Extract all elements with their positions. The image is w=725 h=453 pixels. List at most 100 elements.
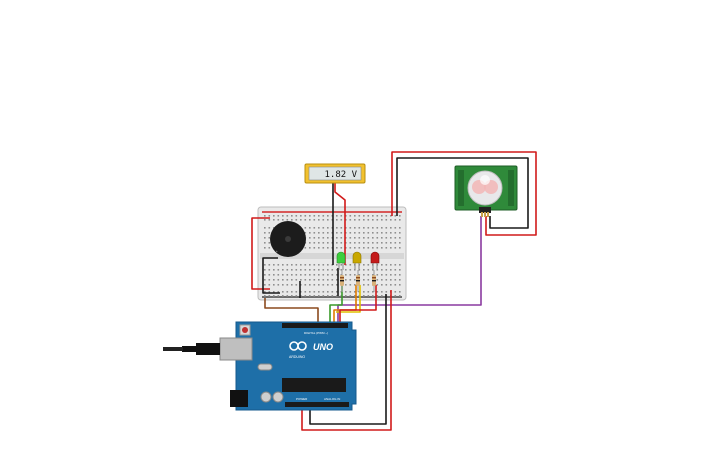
breadboard-hole: [304, 219, 307, 221]
breadboard-hole: [277, 279, 280, 281]
breadboard-hole: [268, 269, 271, 271]
breadboard-hole: [394, 291, 397, 293]
breadboard-hole: [322, 295, 325, 297]
breadboard-hole: [264, 227, 266, 229]
breadboard-hole: [304, 295, 307, 297]
breadboard-hole: [372, 295, 374, 297]
led-green: [336, 251, 346, 270]
breadboard-hole: [300, 279, 302, 281]
wire-buzzer-red: [251, 217, 270, 290]
breadboard-hole: [399, 227, 401, 229]
breadboard-hole: [399, 237, 401, 239]
breadboard-hole: [376, 237, 379, 239]
breadboard-hole: [264, 284, 266, 286]
breadboard-hole: [304, 284, 307, 286]
breadboard-hole: [381, 274, 383, 276]
breadboard-hole: [399, 247, 401, 249]
arduino-uno[interactable]: UNO ARDUINO DIGITAL (PWM ~) POWER ANALOG…: [163, 321, 357, 411]
breadboard-hole: [264, 247, 266, 249]
breadboard-hole: [318, 279, 320, 281]
breadboard-hole: [390, 247, 392, 249]
breadboard-hole: [367, 227, 370, 229]
breadboard-hole: [363, 295, 365, 297]
breadboard-hole: [340, 232, 343, 234]
breadboard-hole: [363, 284, 365, 286]
breadboard-hole: [322, 215, 325, 217]
leds[interactable]: [336, 251, 380, 270]
breadboard-hole: [336, 279, 338, 281]
breadboard-hole: [363, 227, 365, 229]
breadboard-hole: [385, 242, 388, 244]
breadboard-hole: [354, 242, 356, 244]
breadboard-hole: [304, 215, 307, 217]
breadboard-hole: [295, 264, 298, 266]
buzzer-icon[interactable]: +: [270, 221, 306, 257]
breadboard-hole: [318, 295, 320, 297]
breadboard-hole: [277, 264, 280, 266]
breadboard-hole: [349, 232, 352, 234]
breadboard-hole: [291, 279, 293, 281]
breadboard-hole: [354, 215, 356, 217]
breadboard-hole: [304, 247, 307, 249]
breadboard-hole: [318, 219, 320, 221]
breadboard-hole: [394, 269, 397, 271]
breadboard-hole: [381, 295, 383, 297]
breadboard-hole: [295, 274, 298, 276]
breadboard-hole: [345, 291, 347, 293]
breadboard-hole: [336, 291, 338, 293]
breadboard-hole: [327, 264, 329, 266]
breadboard-hole: [304, 232, 307, 234]
breadboard-hole: [349, 291, 352, 293]
breadboard-hole: [367, 274, 370, 276]
wire-5v: [301, 290, 392, 431]
reset-button-icon[interactable]: [239, 324, 251, 336]
breadboard-hole: [322, 269, 325, 271]
pir-sensor[interactable]: [454, 165, 518, 217]
resistors[interactable]: [340, 270, 376, 292]
breadboard-hole: [358, 242, 361, 244]
breadboard-hole: [277, 219, 280, 221]
breadboard-hole: [385, 215, 388, 217]
breadboard-hole: [349, 237, 352, 239]
breadboard-hole: [313, 237, 316, 239]
breadboard-hole: [340, 219, 343, 221]
breadboard-hole: [390, 284, 392, 286]
led-yellow: [352, 251, 362, 270]
breadboard-hole: [349, 284, 352, 286]
breadboard-hole: [309, 219, 311, 221]
breadboard-hole: [381, 284, 383, 286]
breadboard-hole: [372, 219, 374, 221]
breadboard-hole: [327, 279, 329, 281]
breadboard-hole: [268, 264, 271, 266]
breadboard-hole: [322, 274, 325, 276]
breadboard-hole: [304, 264, 307, 266]
breadboard-hole: [318, 269, 320, 271]
breadboard-hole: [399, 284, 401, 286]
breadboard-hole: [282, 291, 284, 293]
breadboard-hole: [381, 279, 383, 281]
breadboard-hole: [367, 237, 370, 239]
breadboard-hole: [264, 219, 266, 221]
breadboard-hole: [340, 227, 343, 229]
breadboard-hole: [381, 291, 383, 293]
breadboard-hole: [372, 232, 374, 234]
breadboard-hole: [363, 274, 365, 276]
breadboard-hole: [345, 274, 347, 276]
breadboard-hole: [358, 215, 361, 217]
breadboard-hole: [331, 274, 334, 276]
breadboard-hole: [286, 274, 289, 276]
breadboard-hole: [390, 215, 392, 217]
breadboard-hole: [309, 284, 311, 286]
breadboard-hole: [399, 291, 401, 293]
breadboard-hole: [273, 227, 275, 229]
breadboard-hole: [376, 247, 379, 249]
multimeter[interactable]: 1.82 V: [304, 163, 366, 184]
breadboard-hole: [336, 215, 338, 217]
breadboard-hole: [268, 284, 271, 286]
breadboard-hole: [331, 279, 334, 281]
breadboard-hole: [336, 219, 338, 221]
breadboard-hole: [349, 227, 352, 229]
breadboard-hole: [394, 242, 397, 244]
breadboard-hole: [381, 215, 383, 217]
